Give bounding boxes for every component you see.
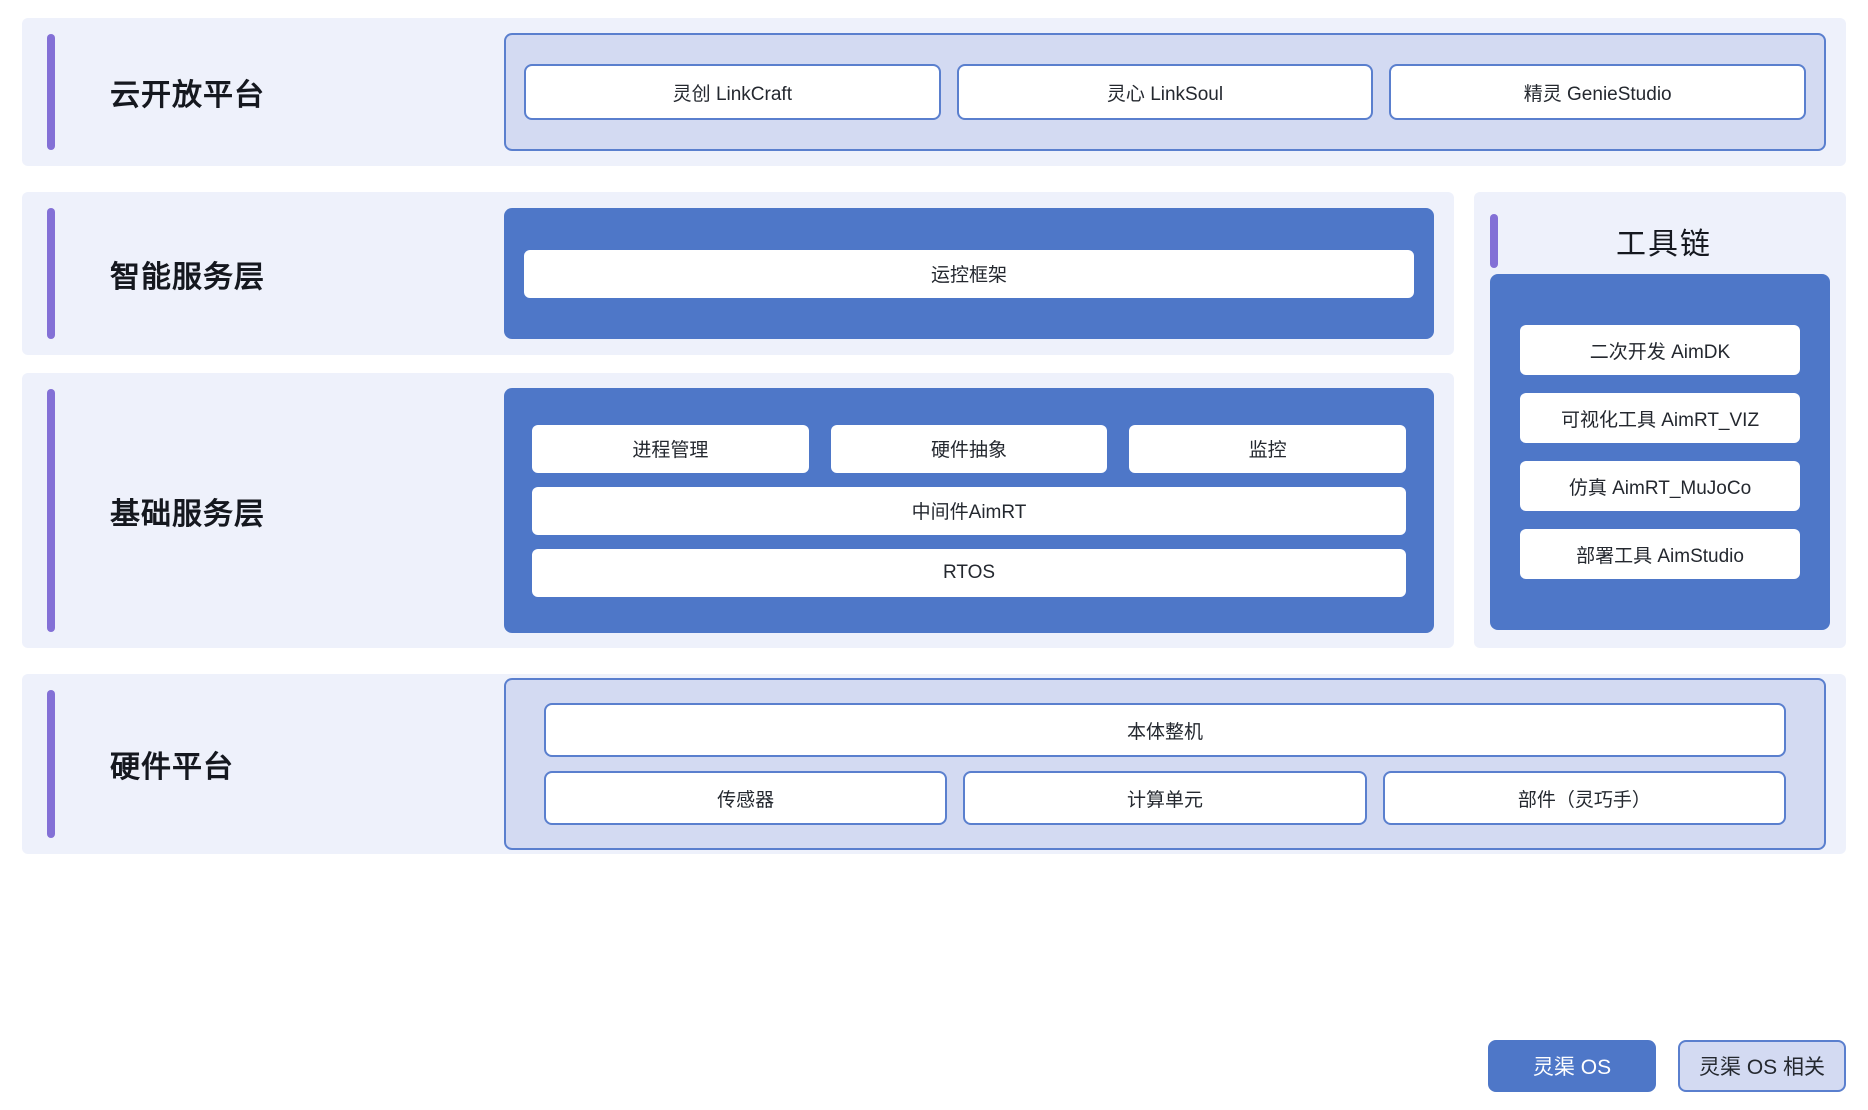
layer-label-group-base-service: 基础服务层	[22, 373, 504, 648]
hardware-item-sensor[interactable]: 传感器	[544, 771, 948, 825]
hardware-bottom-row: 传感器 计算单元 部件（灵巧手）	[544, 771, 1786, 825]
hardware-item-dexterous-hand[interactable]: 部件（灵巧手）	[1382, 771, 1786, 825]
toolchain-item-aimrt-viz[interactable]: 可视化工具 AimRT_VIZ	[1520, 393, 1800, 443]
toolchain-title: 工具链	[1616, 228, 1712, 261]
layer-title-cloud-platform: 云开放平台	[110, 79, 265, 112]
layer-row-base-service: 基础服务层 进程管理 硬件抽象 监控 中间件AimRT RTOS	[22, 373, 1454, 648]
toolchain-item-aimstudio[interactable]: 部署工具 AimStudio	[1520, 529, 1800, 579]
cloud-platform-group: 灵创 LinkCraft 灵心 LinkSoul 精灵 GenieStudio	[504, 33, 1826, 151]
legend: 灵渠 OS 灵渠 OS 相关	[1488, 1040, 1846, 1092]
middle-left-column: 智能服务层 运控框架 基础服务层 进程管理 硬件抽象 监控	[22, 192, 1454, 648]
middle-band: 智能服务层 运控框架 基础服务层 进程管理 硬件抽象 监控	[22, 192, 1846, 648]
toolchain-item-aimdk[interactable]: 二次开发 AimDK	[1520, 325, 1800, 375]
layer-accent-bar-icon	[47, 34, 55, 150]
base-service-top-row: 进程管理 硬件抽象 监控	[532, 424, 1407, 473]
hardware-item-whole-machine[interactable]: 本体整机	[544, 703, 1786, 757]
layer-title-hardware-platform: 硬件平台	[110, 751, 234, 784]
legend-chip-lingqu-os: 灵渠 OS	[1488, 1040, 1656, 1092]
base-item-hardware-abstraction[interactable]: 硬件抽象	[830, 424, 1108, 473]
cloud-item-geniestudio[interactable]: 精灵 GenieStudio	[1389, 64, 1807, 120]
service-item-motion-control-framework[interactable]: 运控框架	[524, 249, 1414, 298]
cloud-item-linksoul[interactable]: 灵心 LinkSoul	[956, 64, 1374, 120]
legend-chip-lingqu-os-related: 灵渠 OS 相关	[1678, 1040, 1846, 1092]
layer-accent-bar-icon	[1490, 214, 1498, 268]
base-service-group: 进程管理 硬件抽象 监控 中间件AimRT RTOS	[504, 388, 1434, 633]
layer-title-base-service: 基础服务层	[110, 497, 265, 531]
intelligent-service-group: 运控框架	[504, 208, 1434, 339]
hardware-item-compute-unit[interactable]: 计算单元	[963, 771, 1367, 825]
cloud-item-linkcraft[interactable]: 灵创 LinkCraft	[524, 64, 941, 120]
layer-label-group-intelligent-service: 智能服务层	[22, 192, 504, 355]
layer-label-group-cloud: 云开放平台	[22, 18, 504, 166]
toolchain-item-aimrt-mujoco[interactable]: 仿真 AimRT_MuJoCo	[1520, 461, 1800, 511]
layer-accent-bar-icon	[47, 208, 55, 339]
layer-row-hardware-platform: 硬件平台 本体整机 传感器 计算单元 部件（灵巧手）	[22, 674, 1846, 854]
base-item-middleware-aimrt[interactable]: 中间件AimRT	[532, 486, 1406, 535]
base-item-process-management[interactable]: 进程管理	[532, 424, 809, 473]
toolchain-header: 工具链	[1490, 208, 1830, 274]
layer-label-group-hardware: 硬件平台	[22, 674, 504, 854]
layer-row-cloud-platform: 云开放平台 灵创 LinkCraft 灵心 LinkSoul 精灵 GenieS…	[22, 18, 1846, 166]
toolchain-column: 工具链 二次开发 AimDK 可视化工具 AimRT_VIZ 仿真 AimRT_…	[1474, 192, 1846, 648]
base-item-monitoring[interactable]: 监控	[1129, 424, 1407, 473]
layer-accent-bar-icon	[47, 389, 55, 632]
toolchain-group: 二次开发 AimDK 可视化工具 AimRT_VIZ 仿真 AimRT_MuJo…	[1490, 274, 1830, 630]
layer-title-intelligent-service: 智能服务层	[110, 260, 265, 294]
layer-accent-bar-icon	[47, 690, 55, 838]
base-item-rtos[interactable]: RTOS	[532, 548, 1406, 597]
layer-row-intelligent-service: 智能服务层 运控框架	[22, 192, 1454, 355]
hardware-platform-group: 本体整机 传感器 计算单元 部件（灵巧手）	[504, 678, 1826, 850]
